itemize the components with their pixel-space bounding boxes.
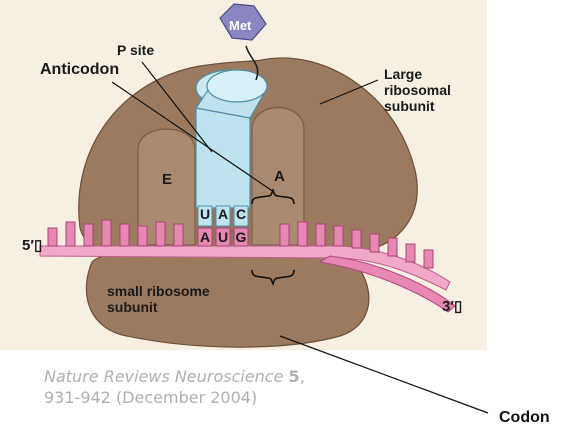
codon-leader <box>279 335 489 414</box>
anticodon-base: A <box>217 206 229 222</box>
anticodon-bases <box>197 205 249 227</box>
codon-label: Codon <box>499 409 550 426</box>
citation-comma: , <box>299 367 305 386</box>
met-label: Met <box>229 18 252 33</box>
e-site-pocket <box>137 128 196 246</box>
citation-pages-date: 931-942 (December 2004) <box>44 388 258 407</box>
a-site-bracket <box>251 188 295 205</box>
p-site-leader <box>141 61 213 153</box>
codon-bracket <box>251 269 295 286</box>
a-site-pocket <box>251 107 305 246</box>
three-prime-label: 3′▯ <box>442 298 463 315</box>
large-subunit-label: Large ribosomal subunit <box>384 66 451 114</box>
codon-bases <box>197 227 249 247</box>
codon-base: G <box>235 229 247 245</box>
a-site-label: A <box>274 168 285 185</box>
p-site-label: P site <box>117 42 155 58</box>
anticodon-base: U <box>199 206 211 222</box>
citation: Nature Reviews Neuroscience 5, 931-942 (… <box>44 366 374 408</box>
anticodon-base: C <box>235 206 247 222</box>
five-prime-label: 5′▯ <box>22 237 43 254</box>
citation-journal: Nature Reviews Neuroscience <box>44 367 284 386</box>
codon-base: A <box>199 229 211 245</box>
small-subunit-label: small ribosome subunit <box>107 283 210 315</box>
mrna-tail <box>318 255 456 313</box>
e-site-label: E <box>162 171 173 188</box>
large-subunit-leader <box>319 79 379 105</box>
met-hexagon <box>219 3 267 41</box>
met-linker <box>245 45 259 81</box>
mrna-nucleotides <box>47 219 434 269</box>
anticodon-label: Anticodon <box>40 61 120 78</box>
codon-base: U <box>217 229 229 245</box>
citation-volume: 5 <box>288 367 300 386</box>
anticodon-leader <box>111 81 275 193</box>
